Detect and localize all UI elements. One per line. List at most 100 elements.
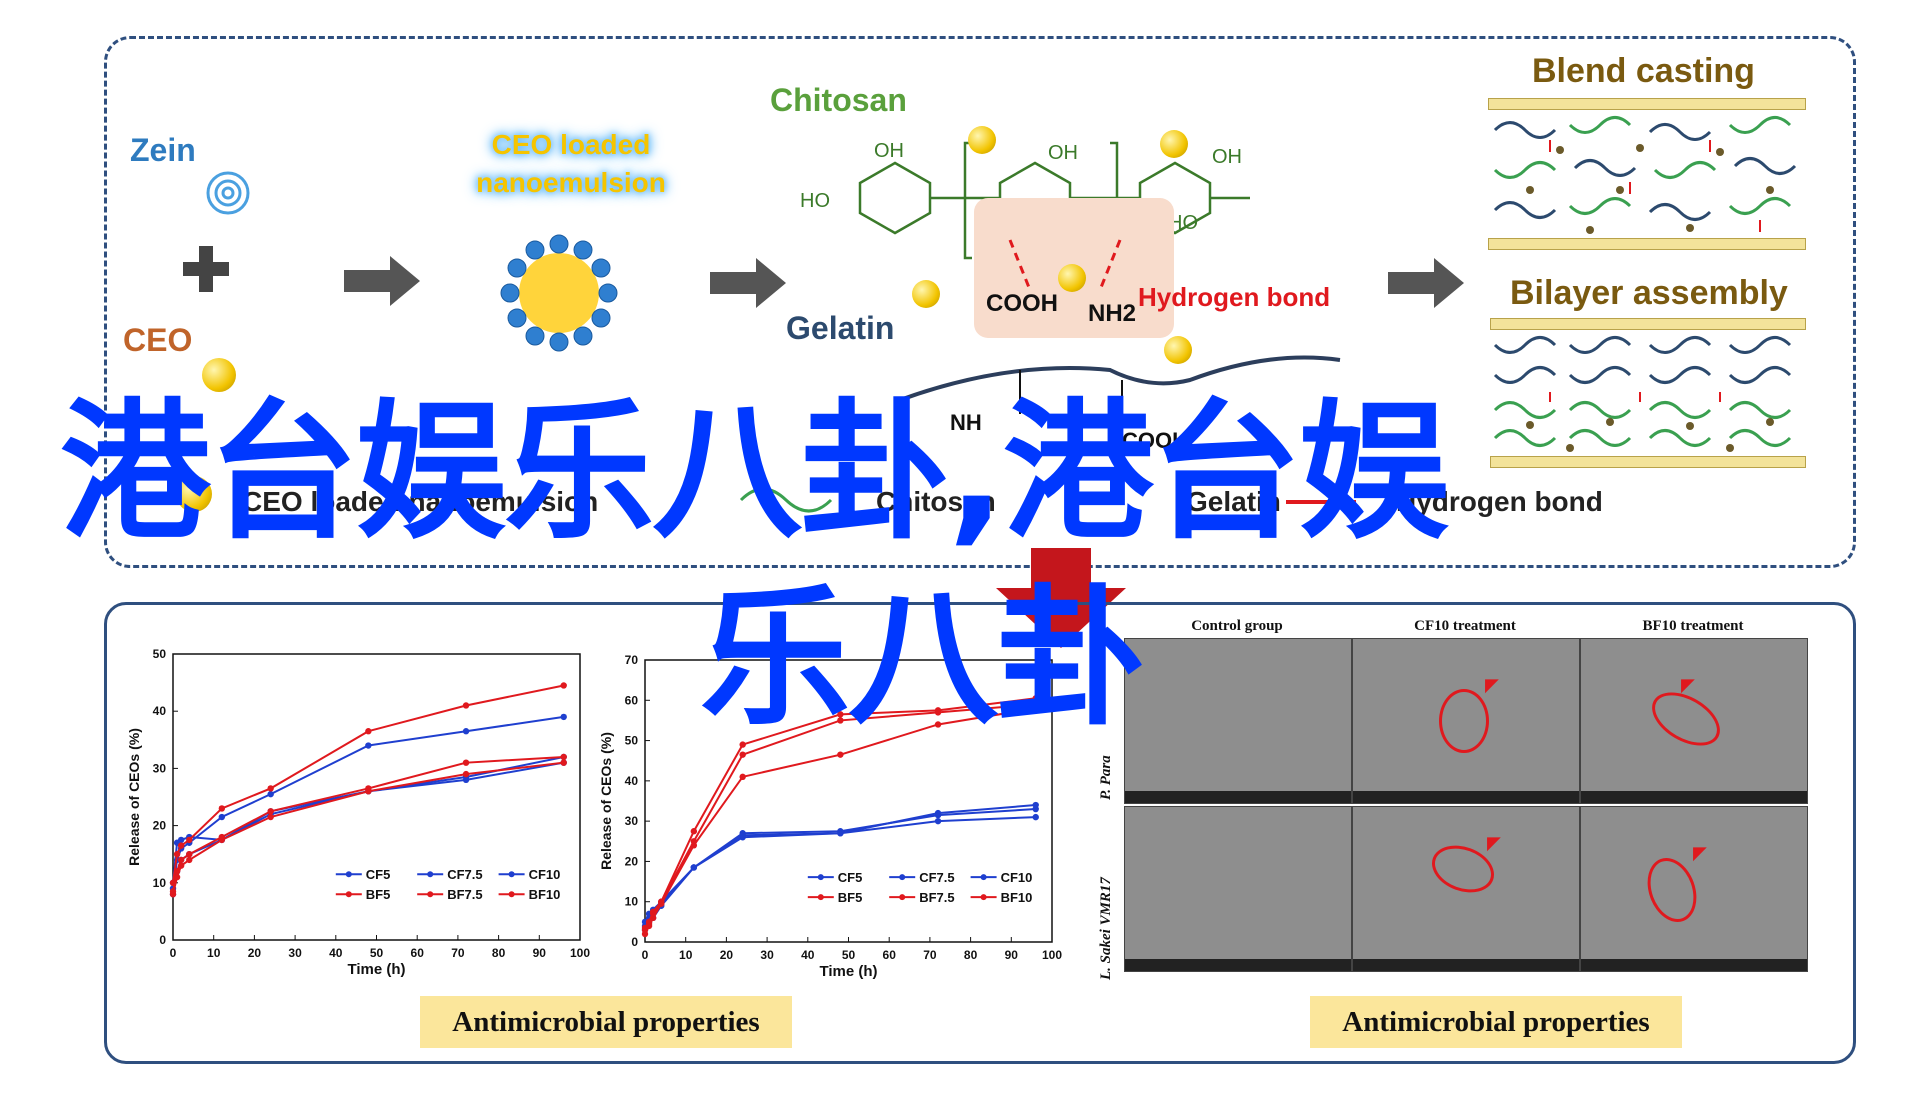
- film-layer-bottom: [1488, 238, 1806, 250]
- x-tick-label: 10: [207, 946, 221, 960]
- arrow-icon-1: [344, 256, 420, 306]
- y-tick-label: 50: [625, 734, 639, 748]
- legend-label-BF5: BF5: [366, 887, 391, 902]
- x-tick-label: 70: [451, 946, 465, 960]
- y-tick-label: 20: [153, 819, 167, 833]
- legend-label-CF10: CF10: [529, 867, 561, 882]
- y-axis-label: Release of CEOs (%): [598, 732, 614, 870]
- y-tick-label: 60: [625, 693, 639, 707]
- arrow-icon-3: [1388, 258, 1464, 308]
- data-point-CF5: [1032, 813, 1039, 821]
- legend-marker-BF7.5: [427, 891, 434, 898]
- legend-nanoemulsion: CEO loaded nanoemulsion: [242, 486, 599, 517]
- data-point-BF5: [186, 856, 193, 864]
- legend-gelatin: Gelatin: [1186, 486, 1281, 517]
- data-point-BF10: [934, 707, 942, 714]
- y-tick-label: 50: [153, 647, 167, 661]
- nanoemulsion-label: CEO loaded nanoemulsion: [446, 126, 696, 202]
- oh-label-2: OH: [1048, 142, 1078, 164]
- ceo-droplet-icon: [1160, 130, 1188, 158]
- nh2-label: NH2: [1088, 300, 1137, 327]
- legend-hydrogen-bond: Hydrogen bond: [1396, 486, 1603, 517]
- data-point-CF7.5: [365, 742, 372, 749]
- data-point-BF10: [218, 805, 226, 812]
- data-point-CF10: [739, 832, 746, 839]
- sem-image-bf10-l-sakei: ◤: [1580, 806, 1808, 972]
- legend-label-CF10: CF10: [1001, 870, 1033, 885]
- data-point-BF10: [267, 785, 274, 792]
- row-label-p-para: P. Para: [1098, 755, 1114, 800]
- nh-label: NH: [950, 410, 982, 435]
- data-point-BF7.5: [177, 856, 185, 864]
- x-tick-label: 20: [248, 946, 262, 960]
- series-line-CF10: [172, 755, 564, 883]
- data-point-BF5: [462, 770, 470, 778]
- data-point-BF5: [739, 773, 746, 781]
- ceo-droplet-icon: [968, 126, 996, 154]
- ho-label-1: HO: [800, 190, 830, 212]
- gelatin-label: Gelatin: [786, 310, 895, 346]
- data-point-BF10: [1032, 695, 1039, 702]
- nanoemulsion-label-line2: nanoemulsion: [476, 167, 666, 198]
- x-tick-label: 20: [720, 948, 734, 962]
- hydrogen-bond-label: Hydrogen bond: [1138, 282, 1331, 312]
- x-tick-label: 60: [411, 946, 425, 960]
- data-point-BF10: [560, 682, 567, 689]
- data-point-BF7.5: [560, 753, 567, 761]
- legend-marker-BF5: [345, 891, 352, 898]
- legend-marker-BF10: [508, 891, 515, 898]
- arrow-icon-2: [710, 258, 786, 308]
- oh-label-3: OH: [1212, 146, 1242, 168]
- data-point-BF7.5: [365, 785, 372, 792]
- legend-label-CF5: CF5: [838, 870, 863, 885]
- x-tick-label: 60: [883, 948, 897, 962]
- x-tick-label: 40: [801, 948, 815, 962]
- ceo-label: CEO: [123, 322, 193, 358]
- footer-antimicrobial-right: Antimicrobial properties: [1310, 996, 1682, 1048]
- overlay-headline-line1: 港台娱乐八卦,港台娱: [60, 386, 1449, 560]
- legend-marker-CF5: [817, 874, 824, 881]
- data-point-BF10: [641, 924, 649, 932]
- x-axis-label: Time (h): [347, 961, 405, 978]
- data-point-BF10: [645, 918, 653, 926]
- data-point-CF10: [934, 809, 942, 817]
- legend-marker-BF10: [980, 894, 987, 901]
- row-label-l-sakei: L. Sakei VMR17: [1098, 877, 1114, 980]
- data-point-BF7.5: [462, 759, 470, 766]
- legend-label-BF7.5: BF7.5: [919, 890, 954, 905]
- series-line-CF7.5: [644, 808, 1036, 927]
- x-tick-label: 90: [533, 946, 547, 960]
- y-tick-label: 30: [625, 814, 639, 828]
- data-point-BF10: [186, 836, 193, 844]
- chitosan-label: Chitosan: [770, 82, 907, 118]
- cooh-label-2: COOH: [1122, 428, 1188, 453]
- ceo-droplet-icon: [912, 280, 940, 308]
- oh-label-1: OH: [874, 140, 904, 162]
- data-point-BF7.5: [186, 851, 193, 858]
- legend-marker-BF5: [817, 894, 824, 901]
- data-point-BF7.5: [218, 833, 226, 841]
- sem-image-bf10-p-para: ◤: [1580, 638, 1808, 804]
- ceo-droplet-icon: [176, 476, 212, 512]
- data-point-BF10: [649, 908, 657, 915]
- legend-row: CEO loaded nanoemulsion Chitosan Gelatin…: [176, 470, 1603, 526]
- y-tick-label: 20: [625, 854, 639, 868]
- legend-label-CF5: CF5: [366, 867, 391, 882]
- data-point-BF7.5: [739, 751, 746, 758]
- hydrogen-bond-legend-line: [1286, 500, 1356, 504]
- data-point-BF10: [739, 741, 746, 748]
- x-tick-label: 80: [492, 946, 506, 960]
- legend-label-BF7.5: BF7.5: [447, 887, 482, 902]
- micro-title-cf10: CF10 treatment: [1414, 618, 1516, 634]
- legend-label-BF10: BF10: [1001, 890, 1033, 905]
- bilayer-film-icon: [1493, 336, 1792, 452]
- legend-label-CF7.5: CF7.5: [919, 870, 954, 885]
- data-point-BF10: [837, 711, 844, 718]
- x-tick-label: 10: [679, 948, 693, 962]
- legend-label-BF10: BF10: [529, 887, 561, 902]
- data-point-BF10: [177, 842, 185, 849]
- data-point-BF7.5: [837, 717, 844, 724]
- ho-label-3: HO: [1168, 212, 1198, 234]
- y-tick-label: 40: [625, 774, 639, 788]
- y-axis-label: Release of CEOs (%): [126, 728, 142, 866]
